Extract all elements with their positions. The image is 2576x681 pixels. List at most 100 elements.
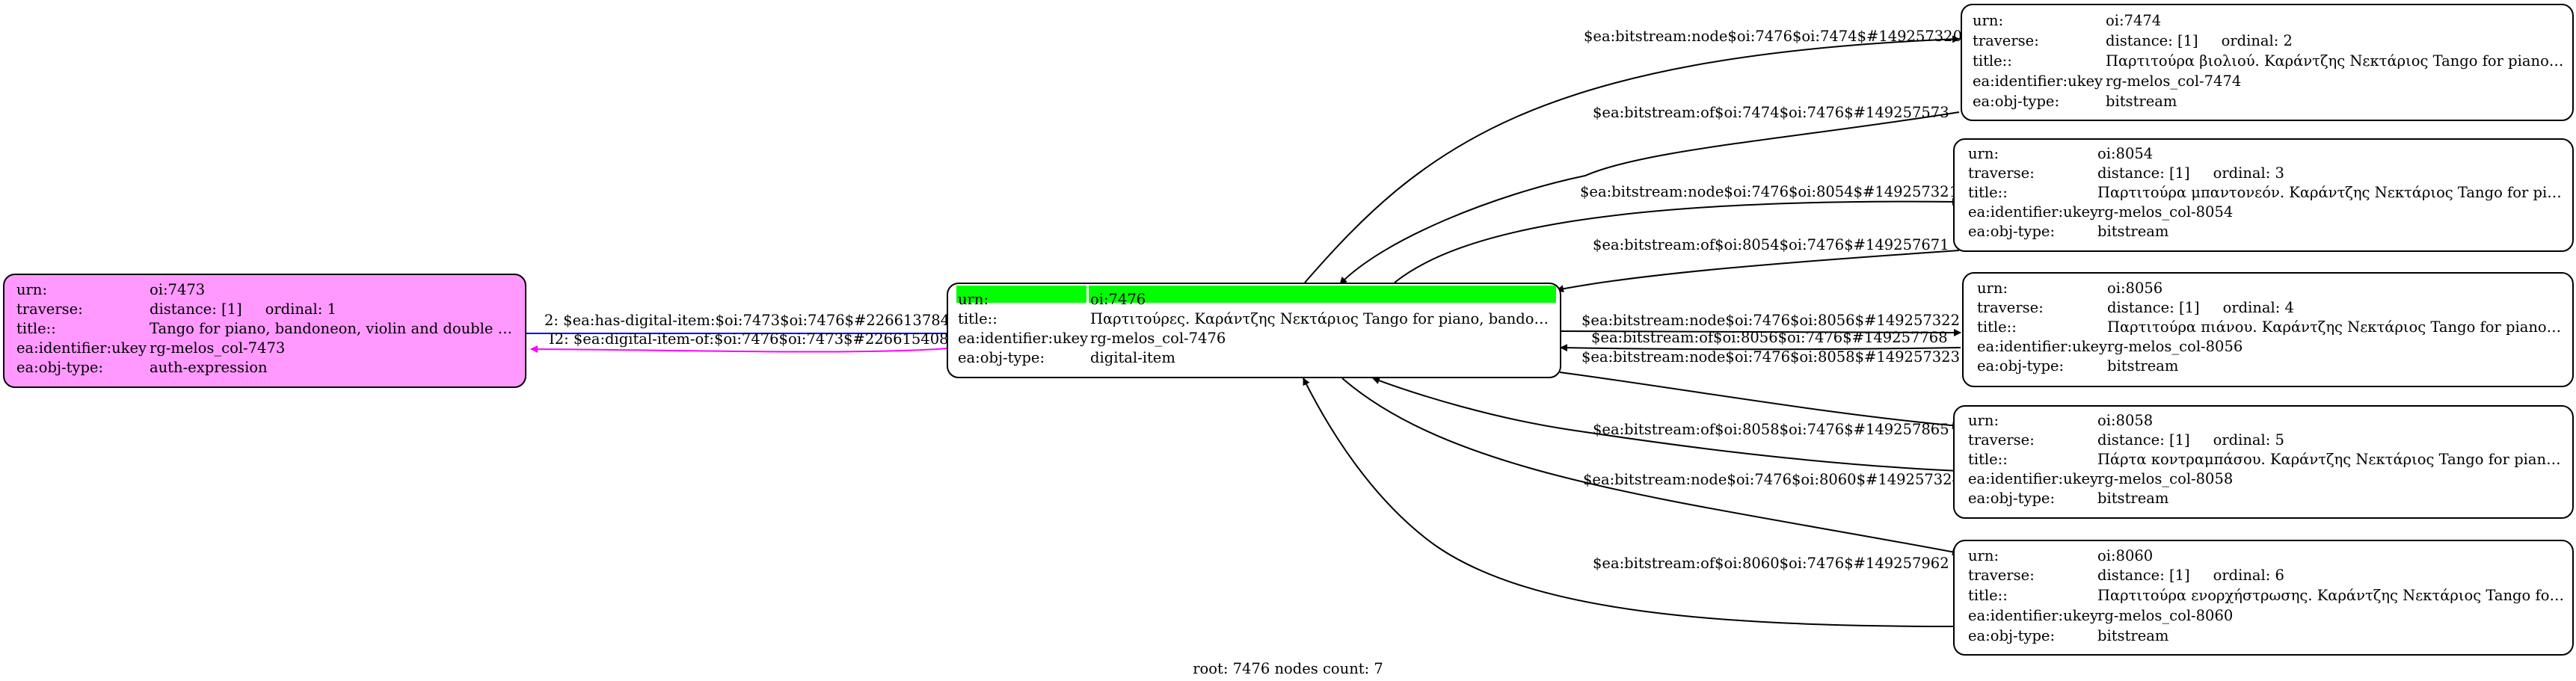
- ukey-value: rg-melos_col-7476: [1090, 330, 1226, 347]
- urn-value-highlight: [1089, 286, 1556, 303]
- traverse-key: traverse:: [1968, 431, 2035, 449]
- ukey-value: rg-melos_col-8054: [2097, 203, 2234, 221]
- edge-label: $ea:bitstream:node$oi:7476$oi:7474$#1492…: [1584, 28, 1962, 45]
- urn-key: urn:: [1973, 12, 2004, 29]
- edge-label: $ea:bitstream:of$oi:8058$oi:7476$#149257…: [1593, 421, 1949, 438]
- type-key: ea:obj-type:: [1977, 357, 2065, 375]
- traverse-value: distance: [1] ordinal: 3: [2097, 164, 2284, 182]
- node-8056[interactable]: urn: oi:8056 traverse: distance: [1] ordin…: [1962, 272, 2574, 387]
- title-key: title::: [1968, 451, 2008, 468]
- urn-key: urn:: [1977, 280, 2008, 297]
- node-8054[interactable]: urn: oi:8054 traverse: distance: [1] ordin…: [1953, 138, 2574, 252]
- title-value: Παρτιτούρες. Καράντζης Νεκτάριος Tango f…: [1090, 310, 1551, 327]
- title-value: Παρτιτούρα πιάνου. Καράντζης Νεκτάριος T…: [2107, 318, 2565, 336]
- ukey-key: ea:identifier:ukey: [1968, 607, 2098, 624]
- urn-value: oi:7473: [150, 281, 206, 298]
- urn-value: oi:8054: [2097, 145, 2154, 162]
- urn-key-highlight: [956, 286, 1086, 303]
- title-value: Παρτιτούρα βιολιού. Καράντζης Νεκτάριος …: [2106, 52, 2565, 70]
- traverse-key: traverse:: [1968, 567, 2035, 584]
- ukey-value: rg-melos_col-8058: [2097, 470, 2234, 487]
- edge-bitstream-of-8054: [1556, 250, 1960, 293]
- title-key: title::: [1977, 318, 2017, 336]
- urn-value: oi:7476: [1090, 291, 1146, 308]
- traverse-value: distance: [1] ordinal: 6: [2097, 567, 2284, 584]
- traverse-value: distance: [1] ordinal: 2: [2106, 32, 2293, 49]
- type-value: bitstream: [2097, 627, 2169, 644]
- urn-value: oi:8060: [2097, 547, 2154, 564]
- node-8060[interactable]: urn: oi:8060 traverse: distance: [1] ordin…: [1953, 540, 2574, 656]
- title-value: Tango for piano, bandoneon, violin and d…: [150, 320, 519, 337]
- type-key: ea:obj-type:: [1968, 627, 2056, 644]
- urn-key: urn:: [958, 291, 989, 308]
- traverse-value: distance: [1] ordinal: 1: [150, 301, 336, 318]
- type-key: ea:obj-type:: [958, 349, 1045, 366]
- edge-label: $ea:bitstream:node$oi:7476$oi:8054$#1492…: [1580, 183, 1958, 200]
- edge-label: 2: $ea:has-digital-item:$oi:7473$oi:7476…: [544, 312, 950, 329]
- title-value: Πάρτα κοντραμπάσου. Καράντζης Νεκτάριος …: [2097, 451, 2565, 468]
- node-7473[interactable]: urn:oi:7473 traverse:distance: [1] ordin…: [3, 274, 526, 388]
- edge-label: $ea:bitstream:of$oi:8056$oi:7476$#149257…: [1591, 329, 1948, 346]
- edge-label: $ea:bitstream:node$oi:7476$oi:8058$#1492…: [1581, 348, 1960, 366]
- urn-value: oi:8058: [2097, 412, 2154, 429]
- type-key: ea:obj-type:: [1968, 490, 2056, 507]
- edge-label: $ea:bitstream:node$oi:7476$oi:8060$#1492…: [1583, 471, 1961, 488]
- edge-bitstream-node-8058: [1559, 372, 1960, 430]
- node-8058[interactable]: urn: oi:8058 traverse: distance: [1] ordin…: [1953, 405, 2574, 519]
- node-7476[interactable]: urn: oi:7476 title::Παρτιτούρες. Καράντζη…: [947, 283, 1561, 378]
- ukey-key: ea:identifier:ukey: [1968, 203, 2098, 221]
- edge-label: $ea:bitstream:of$oi:7474$oi:7476$#149257…: [1593, 104, 1949, 121]
- ukey-key: ea:identifier:ukey: [958, 330, 1088, 347]
- type-key: ea:obj-type:: [16, 359, 104, 376]
- edge-digital-item-of: [530, 345, 949, 354]
- type-value: bitstream: [2097, 223, 2169, 240]
- urn-key: urn:: [1968, 145, 1999, 162]
- type-value: auth-expression: [150, 359, 268, 376]
- ukey-value: rg-melos_col-7473: [150, 339, 286, 357]
- title-value: Παρτιτούρα ενορχήστρωσης. Καράντζης Νεκτ…: [2097, 587, 2565, 604]
- traverse-key: traverse:: [1973, 32, 2039, 49]
- urn-key: urn:: [1968, 412, 1999, 429]
- traverse-key: traverse:: [1977, 299, 2044, 316]
- edge-bitstream-of-7474: [1339, 111, 1960, 285]
- type-value: digital-item: [1090, 349, 1175, 366]
- urn-value: oi:7474: [2106, 12, 2162, 29]
- ukey-key: ea:identifier:ukey: [1973, 73, 2103, 90]
- edge-label: $ea:bitstream:of$oi:8060$oi:7476$#149257…: [1593, 555, 1949, 572]
- type-key: ea:obj-type:: [1968, 223, 2056, 240]
- title-key: title::: [1973, 52, 2012, 70]
- ukey-value: rg-melos_col-7474: [2106, 73, 2242, 90]
- traverse-value: distance: [1] ordinal: 4: [2107, 299, 2294, 316]
- edge-label: $ea:bitstream:node$oi:7476$oi:8056$#1492…: [1581, 312, 1960, 329]
- ukey-key: ea:identifier:ukey: [1968, 470, 2098, 487]
- title-key: title::: [1968, 587, 2008, 604]
- edge-bitstream-node-8054: [1394, 197, 1960, 283]
- ukey-key: ea:identifier:ukey: [1977, 338, 2107, 355]
- graph-footer: root: 7476 nodes count: 7: [1193, 660, 1383, 677]
- ukey-key: ea:identifier:ukey: [16, 339, 147, 357]
- type-key: ea:obj-type:: [1973, 93, 2060, 110]
- traverse-value: distance: [1] ordinal: 5: [2097, 431, 2284, 449]
- edge-label: I2: $ea:digital-item-of:$oi:7476$oi:7473…: [549, 330, 949, 348]
- urn-value: oi:8056: [2107, 280, 2163, 297]
- edge-bitstream-node-7474: [1304, 35, 1960, 283]
- ukey-value: rg-melos_col-8056: [2107, 338, 2243, 355]
- edge-bitstream-node-8060: [1341, 378, 1960, 556]
- node-7474[interactable]: urn: oi:7474 traverse: distance: [1] ordin…: [1961, 4, 2574, 121]
- edge-bitstream-of-8056: [1560, 344, 1961, 352]
- type-value: bitstream: [2106, 93, 2177, 110]
- traverse-key: traverse:: [16, 301, 83, 318]
- title-value: Παρτιτούρα μπαντονεόν. Καράντζης Νεκτάρι…: [2097, 184, 2565, 201]
- edge-bitstream-node-8056: [1559, 328, 1961, 336]
- traverse-key: traverse:: [1968, 164, 2035, 182]
- title-key: title::: [16, 320, 56, 337]
- edge-bitstream-of-8058: [1372, 377, 1960, 472]
- title-key: title::: [958, 310, 997, 327]
- title-key: title::: [1968, 184, 2008, 201]
- urn-key: urn:: [1968, 547, 1999, 564]
- type-value: bitstream: [2097, 490, 2169, 507]
- edge-label: $ea:bitstream:of$oi:8054$oi:7476$#149257…: [1593, 236, 1949, 253]
- type-value: bitstream: [2107, 357, 2179, 375]
- ukey-value: rg-melos_col-8060: [2097, 607, 2234, 624]
